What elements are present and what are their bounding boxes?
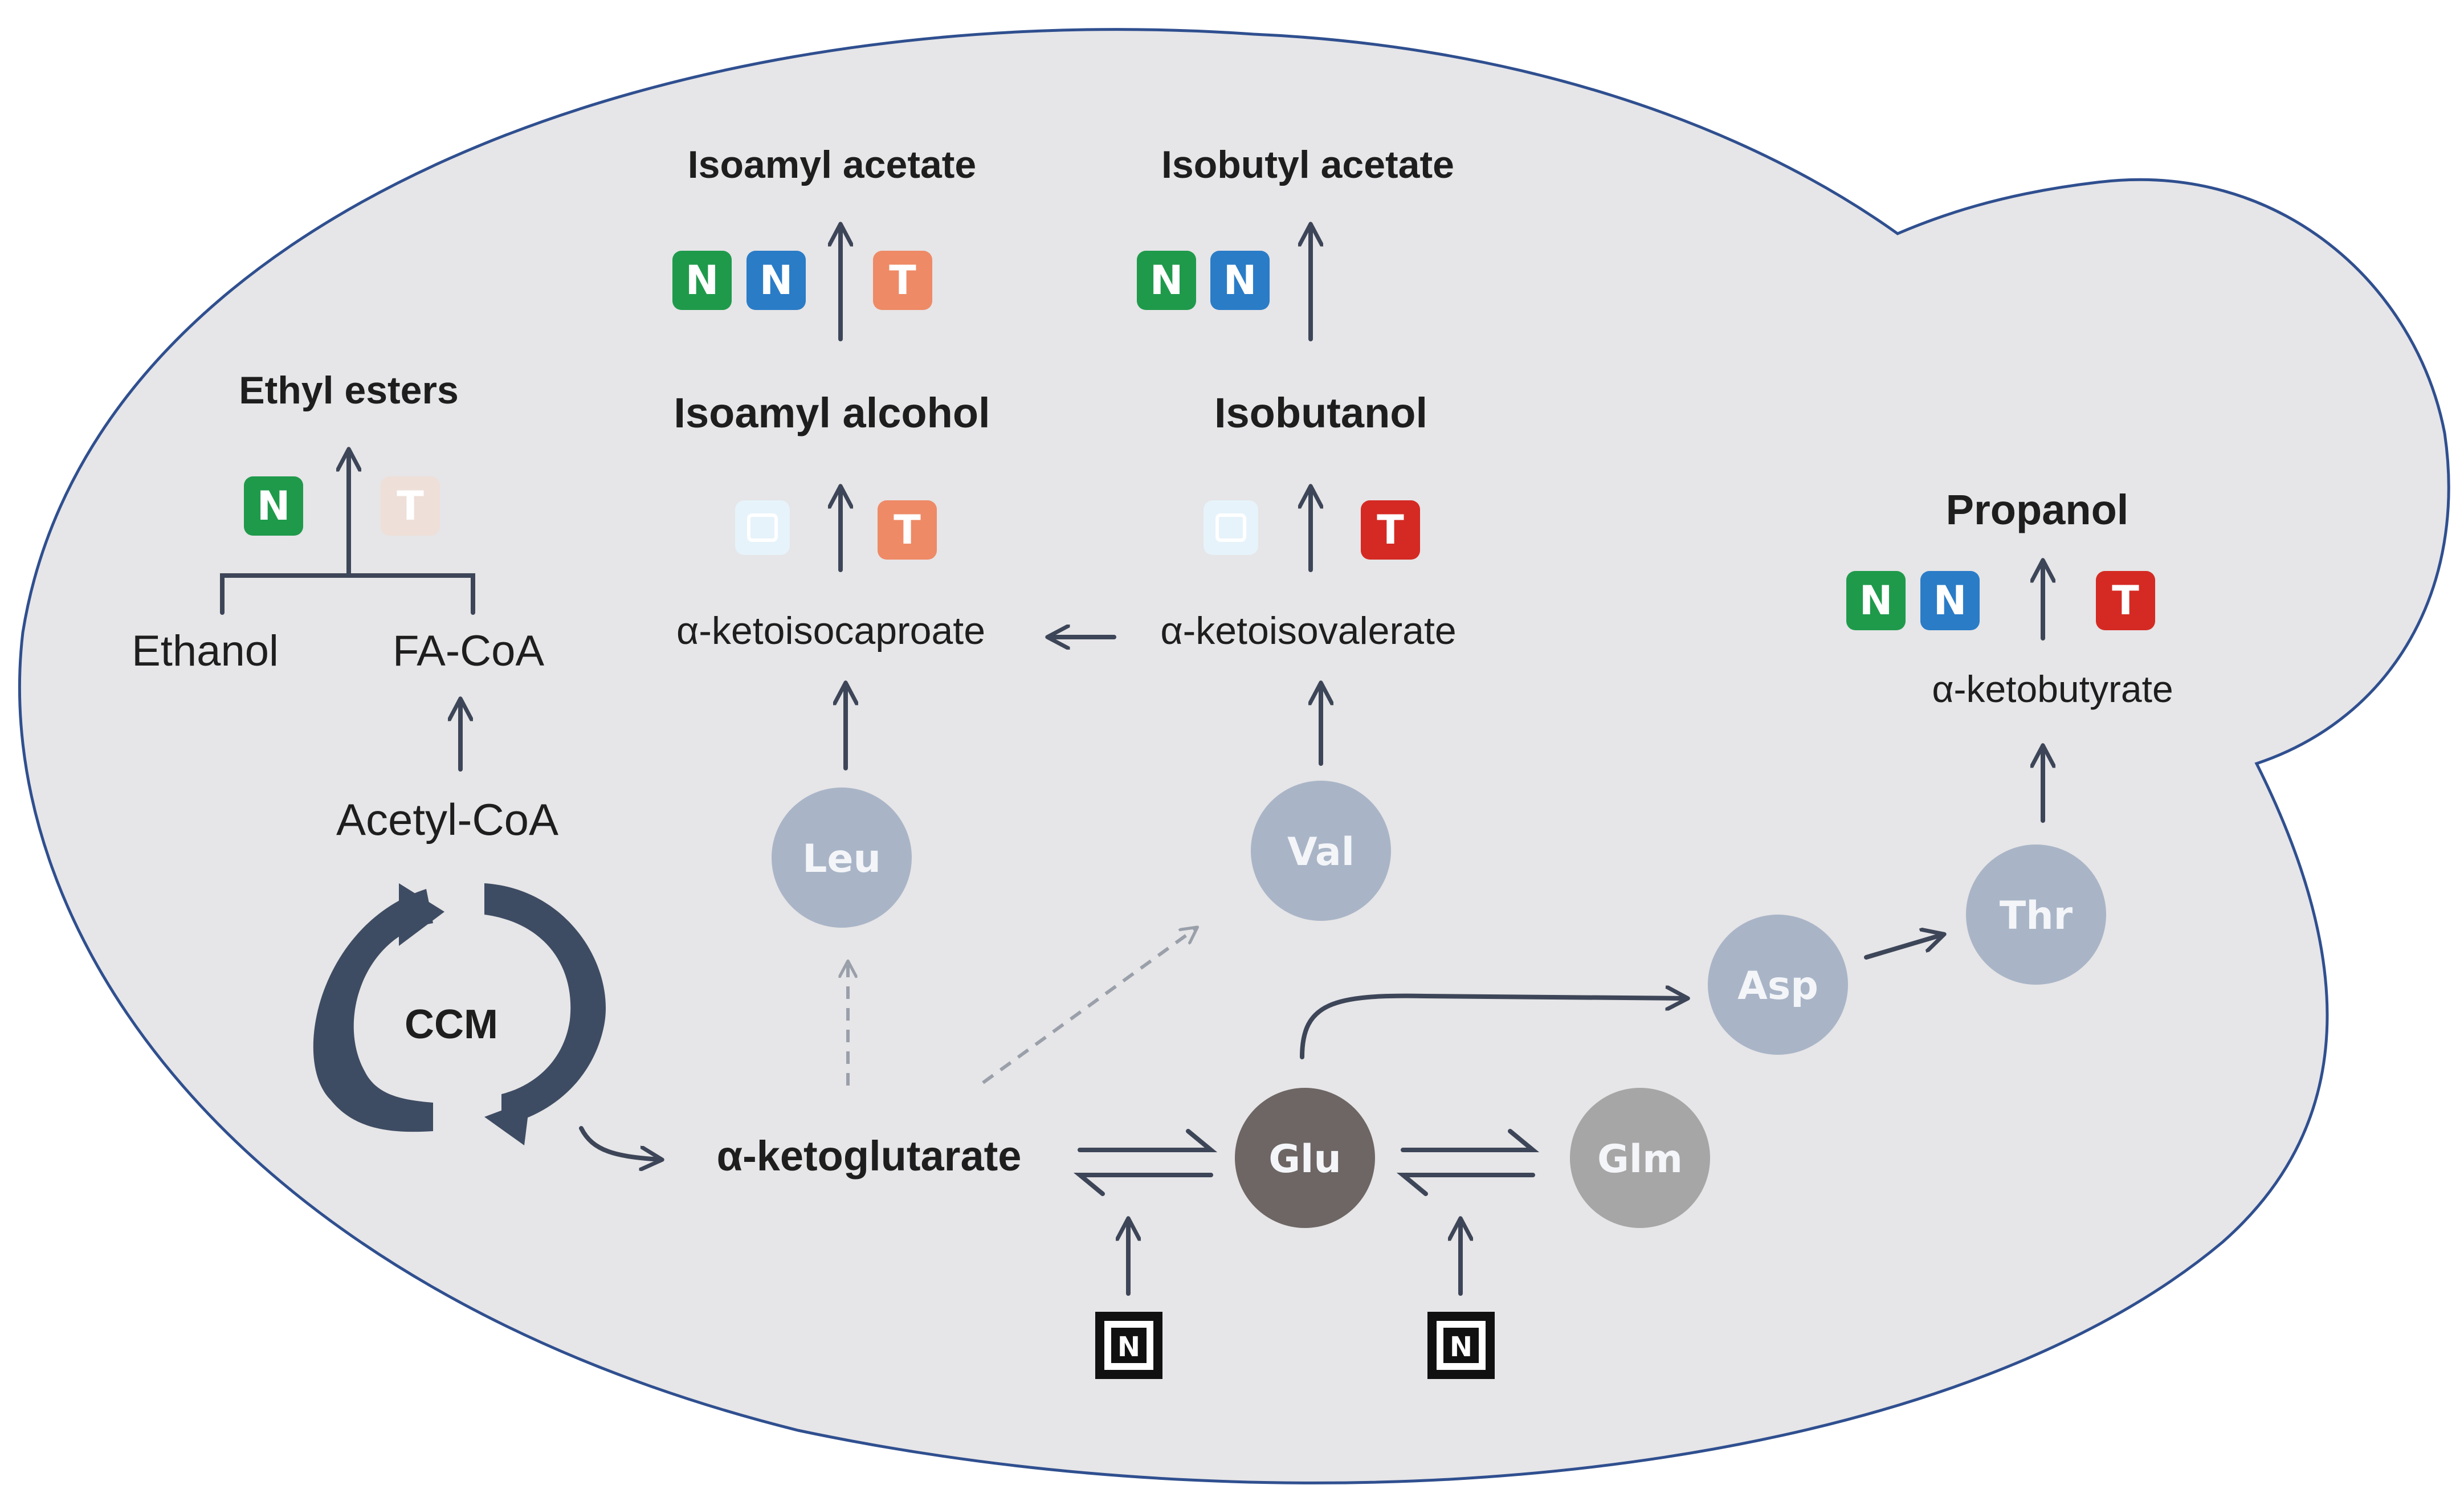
svg-text:Val: Val <box>1287 830 1355 875</box>
label-acetyl-coa: Acetyl-CoA <box>336 794 558 845</box>
amino-acid-asp: Asp <box>1708 915 1848 1055</box>
badge-nitrogen-blue: N <box>1920 571 1980 630</box>
badge-temperature-faded: T <box>381 476 440 536</box>
badge-nitrogen-blue: N <box>1210 251 1270 310</box>
badge-nitrogen-green: N <box>1137 251 1196 310</box>
dashed-arrow-to-val <box>982 928 1197 1084</box>
label-isobutanol: Isobutanol <box>1214 389 1427 436</box>
badge-temperature-orange: T <box>873 251 932 310</box>
badge-faded-blue <box>1204 500 1258 555</box>
amino-acid-glm: Glm <box>1570 1088 1710 1228</box>
label-ketoisovalerate: α-ketoisovalerate <box>1160 609 1456 652</box>
badge-temperature-orange: T <box>878 500 937 560</box>
label-isobutyl-acetate: Isobutyl acetate <box>1161 143 1454 186</box>
svg-text:N: N <box>1859 577 1893 624</box>
label-ccm: CCM <box>405 1002 498 1047</box>
label-ethanol: Ethanol <box>132 627 279 675</box>
nitrogen-source-icon: N <box>1095 1312 1162 1379</box>
svg-text:T: T <box>397 483 424 529</box>
svg-text:N: N <box>1117 1331 1140 1363</box>
svg-text:T: T <box>1377 507 1404 553</box>
svg-text:N: N <box>1150 257 1184 304</box>
amino-acid-leu: Leu <box>772 788 912 928</box>
label-fa-coa: FA-CoA <box>393 627 544 675</box>
svg-text:Leu: Leu <box>802 837 881 882</box>
equilibrium-ketoglutarate-glu <box>1073 1129 1218 1196</box>
label-isoamyl-acetate: Isoamyl acetate <box>688 143 977 186</box>
label-propanol: Propanol <box>1946 486 2129 533</box>
label-ketoisocaproate: α-ketoisocaproate <box>676 609 985 652</box>
svg-text:N: N <box>1223 257 1257 304</box>
svg-text:N: N <box>1933 577 1967 624</box>
arrow-asp-to-thr <box>1864 935 1943 960</box>
arrow-ccm-to-ketoglutarate <box>579 1126 661 1160</box>
equilibrium-glu-glm <box>1396 1129 1540 1196</box>
svg-text:Glu: Glu <box>1268 1137 1341 1182</box>
svg-text:N: N <box>686 257 719 304</box>
svg-text:N: N <box>257 483 291 529</box>
label-ketoglutarate: α-ketoglutarate <box>717 1132 1022 1180</box>
badge-faded-blue <box>735 500 790 555</box>
arrow-glu-to-asp <box>1300 996 1687 1059</box>
badge-nitrogen-green: N <box>1846 571 1906 630</box>
amino-acid-thr: Thr <box>1966 845 2106 985</box>
svg-text:Glm: Glm <box>1597 1137 1683 1182</box>
svg-text:T: T <box>894 507 921 553</box>
svg-text:T: T <box>2112 577 2139 624</box>
svg-text:N: N <box>760 257 793 304</box>
amino-acid-glu: Glu <box>1235 1088 1375 1228</box>
ccm-cycle <box>313 883 606 1145</box>
amino-acid-val: Val <box>1251 781 1391 921</box>
badge-nitrogen-blue: N <box>746 251 806 310</box>
nitrogen-source-icon: N <box>1427 1312 1495 1379</box>
badge-temperature-red: T <box>1361 500 1420 560</box>
label-ketobutyrate: α-ketobutyrate <box>1932 668 2173 710</box>
svg-text:Asp: Asp <box>1737 964 1818 1009</box>
label-ethyl-esters: Ethyl esters <box>239 369 459 412</box>
yeast-cell-outline <box>18 28 2450 1484</box>
label-isoamyl-alcohol: Isoamyl alcohol <box>674 389 990 436</box>
svg-text:T: T <box>889 257 916 304</box>
svg-text:N: N <box>1450 1331 1472 1363</box>
badge-temperature-red: T <box>2096 571 2155 630</box>
badge-nitrogen-green: N <box>244 476 303 536</box>
svg-text:Thr: Thr <box>2000 894 2073 939</box>
badge-nitrogen-green: N <box>672 251 732 310</box>
